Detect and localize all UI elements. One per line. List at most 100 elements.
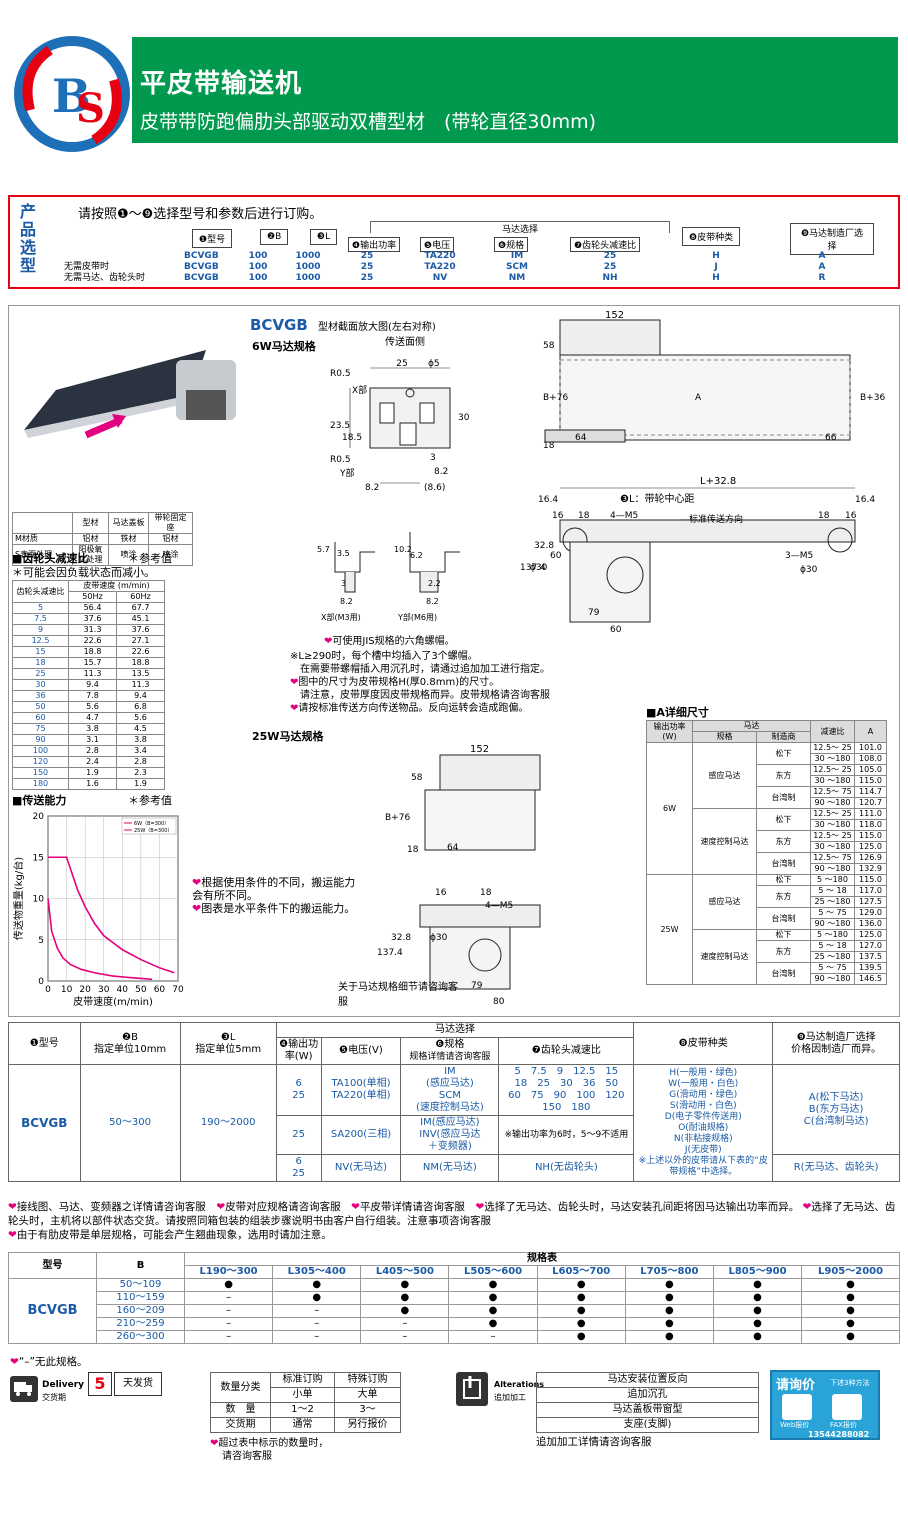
table-row: 260～300––––●●●●	[9, 1330, 900, 1344]
y-axis-label: 传送物重量(kg/台)	[12, 857, 25, 940]
table-row: M材质铝材铁材铝材	[12, 533, 193, 545]
svg-text:66: 66	[825, 433, 837, 443]
svg-text:❸L：带轮中心距: ❸L：带轮中心距	[620, 492, 695, 505]
side-view-drawing: L+32.8 ❸L：带轮中心距 16.4 16.4 16 18 4—M5 —标准…	[520, 476, 875, 635]
svg-text:10.2: 10.2	[394, 545, 412, 554]
jis-note: ❤可使用JIS规格的六角螺帽。	[324, 636, 455, 647]
svg-text:Y部(M6用): Y部(M6用)	[397, 612, 437, 622]
svg-text:64: 64	[575, 433, 587, 443]
legend-entry: 25W（B=300）	[134, 828, 172, 834]
w25-label: 25W马达规格	[252, 730, 324, 743]
svg-text:B+76: B+76	[543, 393, 568, 403]
svg-text:3—M5: 3—M5	[785, 551, 813, 561]
x-tick-label: 60	[154, 985, 166, 995]
footnotes: ❤接线图、马达、变频器之详情请咨询客服 ❤皮带对应规格请咨询客服 ❤平皮带详情请…	[8, 1201, 896, 1241]
list-item: 支座(支脚)	[536, 1417, 759, 1433]
svg-text:58: 58	[543, 341, 555, 351]
alteration-icon	[456, 1372, 488, 1406]
alteration-label: Alterations	[494, 1380, 545, 1389]
series-line-1	[48, 856, 175, 974]
web-icon[interactable]	[782, 1394, 812, 1420]
svg-text:ϕ30: ϕ30	[800, 565, 818, 575]
table-row: BCVGB 50～300 190～2000 6 25 TA100(单相) TA2…	[8, 1064, 900, 1182]
svg-text:(8.6): (8.6)	[424, 483, 445, 493]
delivery-days: 5	[88, 1372, 112, 1396]
logo: B S	[10, 30, 130, 158]
table-row: 6 25 NV(无马达) NM(无马达) NH(无齿轮头) R(无马达、齿轮头)	[9, 1154, 900, 1182]
motor-detail-note: 关于马达规格细节请咨询客服	[338, 982, 458, 1008]
svg-text:S: S	[76, 85, 105, 132]
field-model: ❶型号	[192, 229, 233, 248]
svg-text:16: 16	[552, 511, 564, 521]
drawing-notes: ※L≥290时，每个槽中均插入了3个螺帽。 在需要带螺帽插入用沉孔时，请通过追加…	[290, 651, 550, 714]
spec-note: ❤“–”无此规格。	[10, 1356, 88, 1368]
svg-text:16.4: 16.4	[538, 495, 558, 505]
svg-text:8.2: 8.2	[340, 597, 353, 606]
svg-text:152: 152	[470, 744, 489, 755]
x-axis-label: 皮带速度(m/min)	[73, 995, 153, 1008]
field-l: ❸L	[310, 229, 338, 245]
truck-icon	[10, 1376, 38, 1402]
table-row: 210～259–––●●●●●	[9, 1317, 900, 1331]
y-tick-label: 10	[33, 895, 45, 905]
phone-number: 13544288082	[808, 1430, 870, 1439]
series-line-0	[47, 898, 153, 981]
page-subtitle: 皮带带防跑偏肋头部驱动双槽型材 (带轮直径30mm)	[140, 111, 597, 133]
y-tick-label: 5	[38, 936, 44, 946]
condition-notes: ❤根据使用条件的不同，搬运能力会有所不同。 ❤图表是水平条件下的搬运能力。	[192, 876, 356, 915]
gear-title: ■齿轮头减速比	[12, 552, 89, 565]
fax-icon[interactable]	[832, 1394, 862, 1420]
svg-text:58: 58	[411, 773, 423, 783]
legend-entry: 6W（B=300）	[134, 821, 169, 827]
svg-text:16: 16	[435, 888, 447, 898]
y-tick-label: 20	[33, 812, 45, 822]
product-image	[16, 320, 246, 450]
svg-text:16.4: 16.4	[855, 495, 875, 505]
svg-text:152: 152	[605, 310, 624, 321]
svg-text:25: 25	[396, 359, 407, 369]
inquiry-title: 请询价	[776, 1378, 816, 1393]
product-select-box: 产品选型 请按照❶～❾选择型号和参数后进行订购。 马达选择 ❶型号 ❷B ❸L …	[8, 195, 900, 289]
svg-text:8.2: 8.2	[434, 467, 448, 477]
svg-text:137.4: 137.4	[377, 948, 403, 958]
x-tick-label: 20	[79, 985, 91, 995]
svg-text:A: A	[695, 393, 702, 403]
inquiry-box[interactable]: 请询价 下述3种方法 Web报价 FAX报价 13544288082	[770, 1370, 880, 1440]
svg-text:Y部: Y部	[339, 467, 355, 479]
legend-box	[121, 817, 177, 835]
svg-text:3: 3	[341, 579, 346, 588]
top-view-drawing: 152 58 B+76 B+36 64 66 18 A	[543, 310, 885, 451]
fax-label: FAX报价	[830, 1421, 857, 1429]
svg-text:B: B	[52, 69, 91, 123]
delivery-unit: 天发货	[114, 1372, 162, 1396]
svg-text:ϕ5: ϕ5	[428, 359, 440, 369]
alteration-note: 追加加工详情请咨询客服	[536, 1436, 652, 1448]
svg-text:80: 80	[493, 997, 505, 1007]
gear-note: ＊可能会因负载状态而减小。	[12, 566, 155, 579]
svg-text:137.4: 137.4	[520, 563, 546, 573]
svg-text:18.5: 18.5	[342, 433, 362, 443]
table-row: 160～209––●●●●●●	[9, 1304, 900, 1318]
